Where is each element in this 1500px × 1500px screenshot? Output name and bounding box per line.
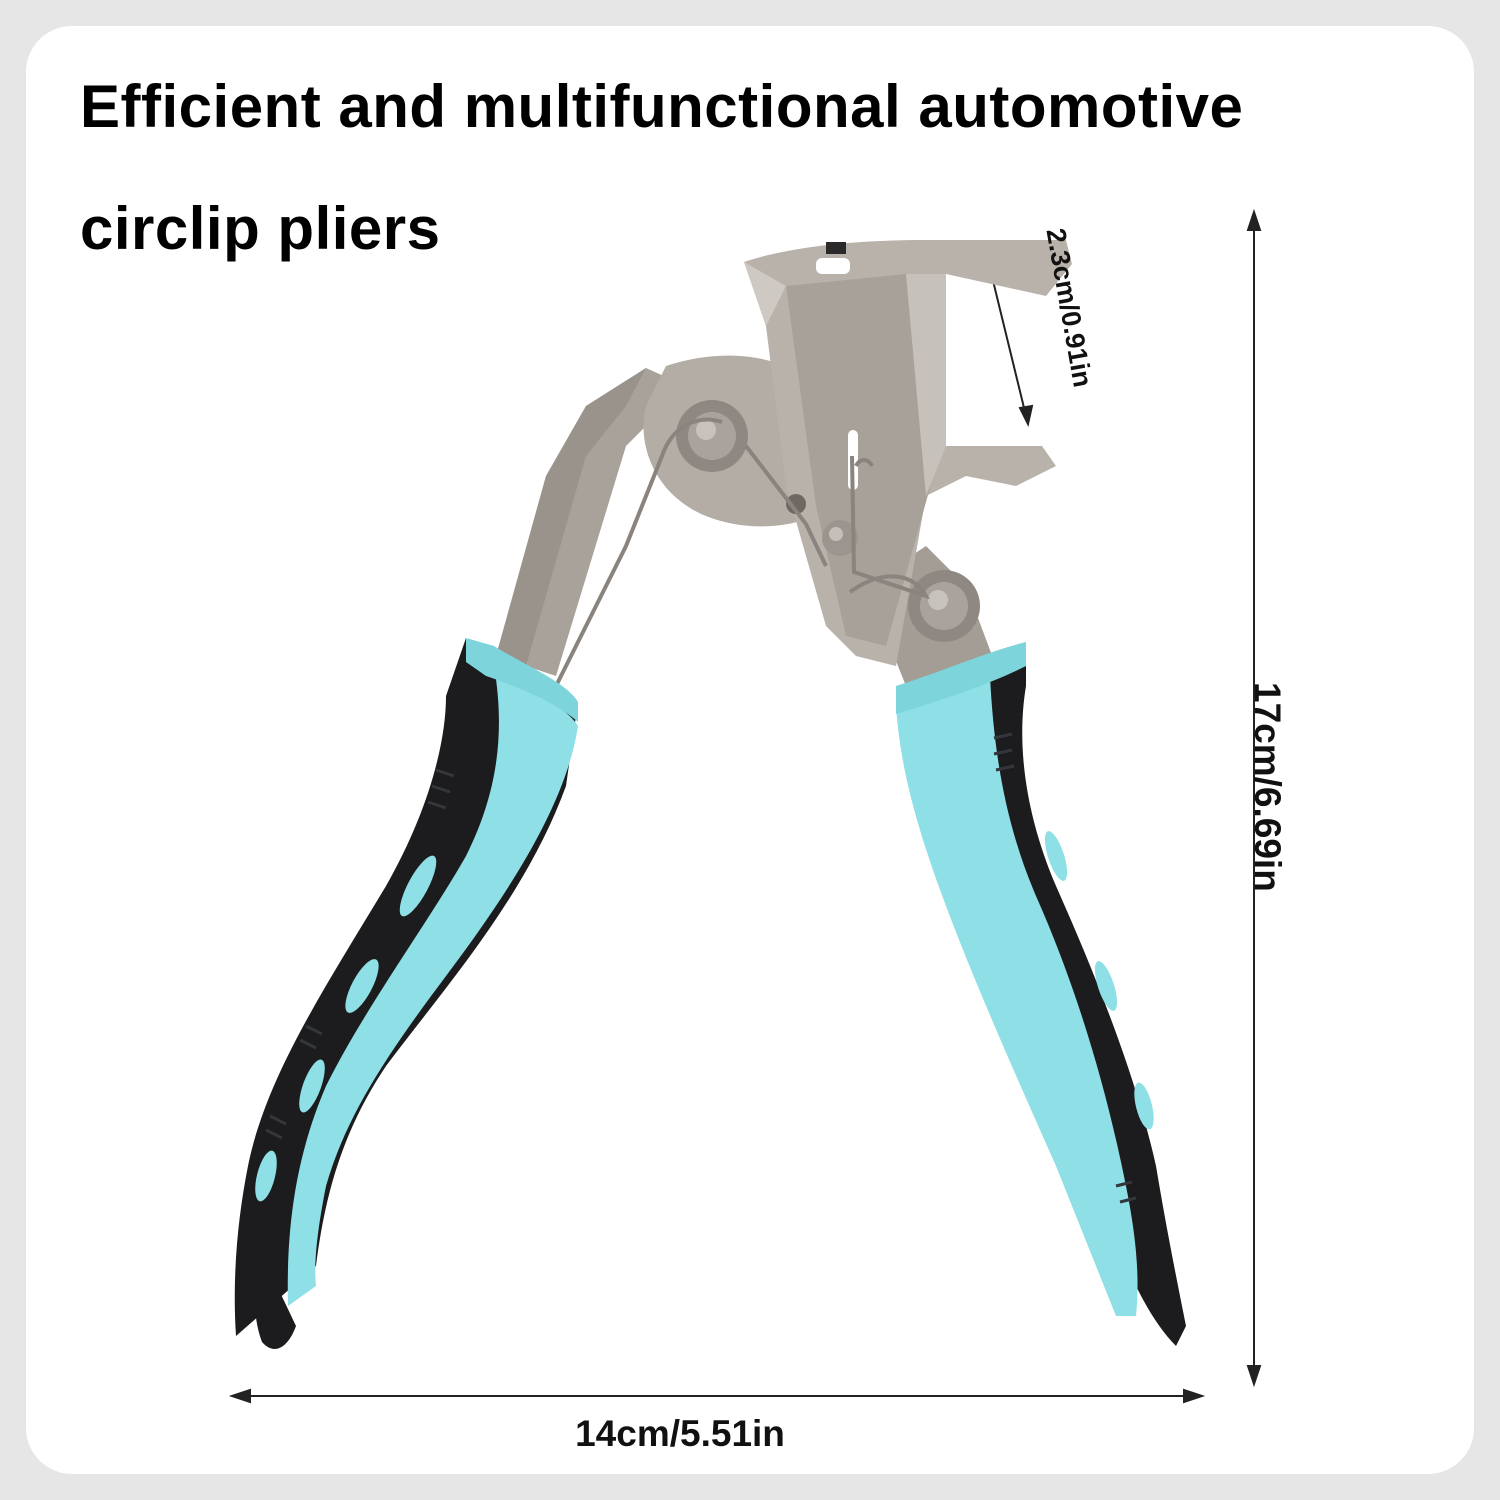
- product-title: Efficient and multifunctional automotive…: [80, 46, 1420, 290]
- center-rivet: [786, 494, 858, 556]
- product-card: Efficient and multifunctional automotive…: [26, 26, 1474, 1474]
- width-label: 14cm/5.51in: [575, 1413, 785, 1454]
- width-dimension-arrow: [228, 1388, 1206, 1404]
- height-label: 17cm/6.69in: [1247, 682, 1288, 892]
- pliers-image: [228, 208, 1262, 1404]
- height-dimension-arrow: [1246, 208, 1262, 1388]
- pivot-bolt-upper: [676, 400, 748, 472]
- spring-wire: [554, 417, 930, 687]
- left-arm-steel: [496, 368, 686, 676]
- title-line-2: circlip pliers: [80, 195, 441, 262]
- left-grip: [234, 638, 578, 1349]
- pivot-bolt-lower: [908, 570, 980, 642]
- title-line-1: Efficient and multifunctional automotive: [80, 73, 1244, 140]
- right-grip: [896, 642, 1186, 1346]
